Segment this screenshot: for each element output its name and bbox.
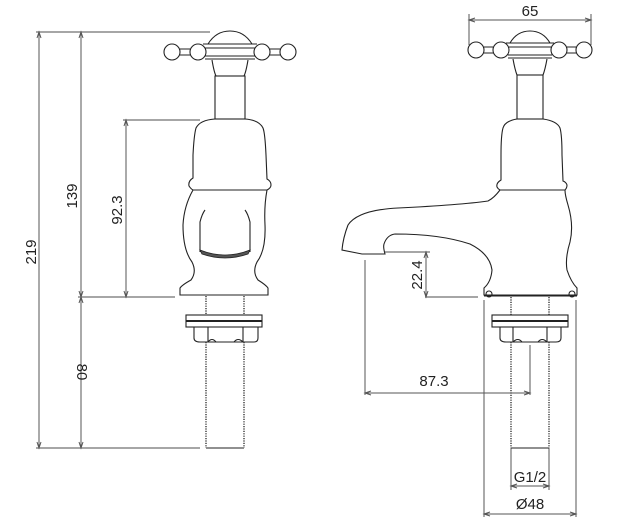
dim-spout-clearance: 22.4 [409,260,426,289]
dim-shank-length: 80 [73,364,90,381]
lower-body-and-spout [341,189,578,296]
dim-thread-size: G1/2 [514,469,547,486]
dim-body-height: 92.3 [109,195,126,224]
back-nut [193,327,259,343]
crosshead-handle [467,30,593,76]
stem [516,74,544,120]
dim-handle-width: 65 [522,3,539,20]
dim-spout-reach: 87.3 [419,373,448,390]
upper-body [496,118,568,191]
left-dimensions: 219 139 92.3 80 [23,30,210,450]
upper-body [188,118,272,191]
dim-height-above-deck: 139 [64,183,81,208]
stem [214,75,246,120]
crosshead-handle [163,30,297,77]
dim-base-diameter: Ø48 [516,496,544,513]
left-tap-side-view [163,30,297,449]
right-tap-front-view [341,30,593,449]
right-dimensions: 65 22.4 87.3 G1/2 Ø48 [363,3,593,517]
back-nut [499,327,562,343]
dim-overall-height: 219 [23,239,40,264]
lower-body [179,189,269,296]
